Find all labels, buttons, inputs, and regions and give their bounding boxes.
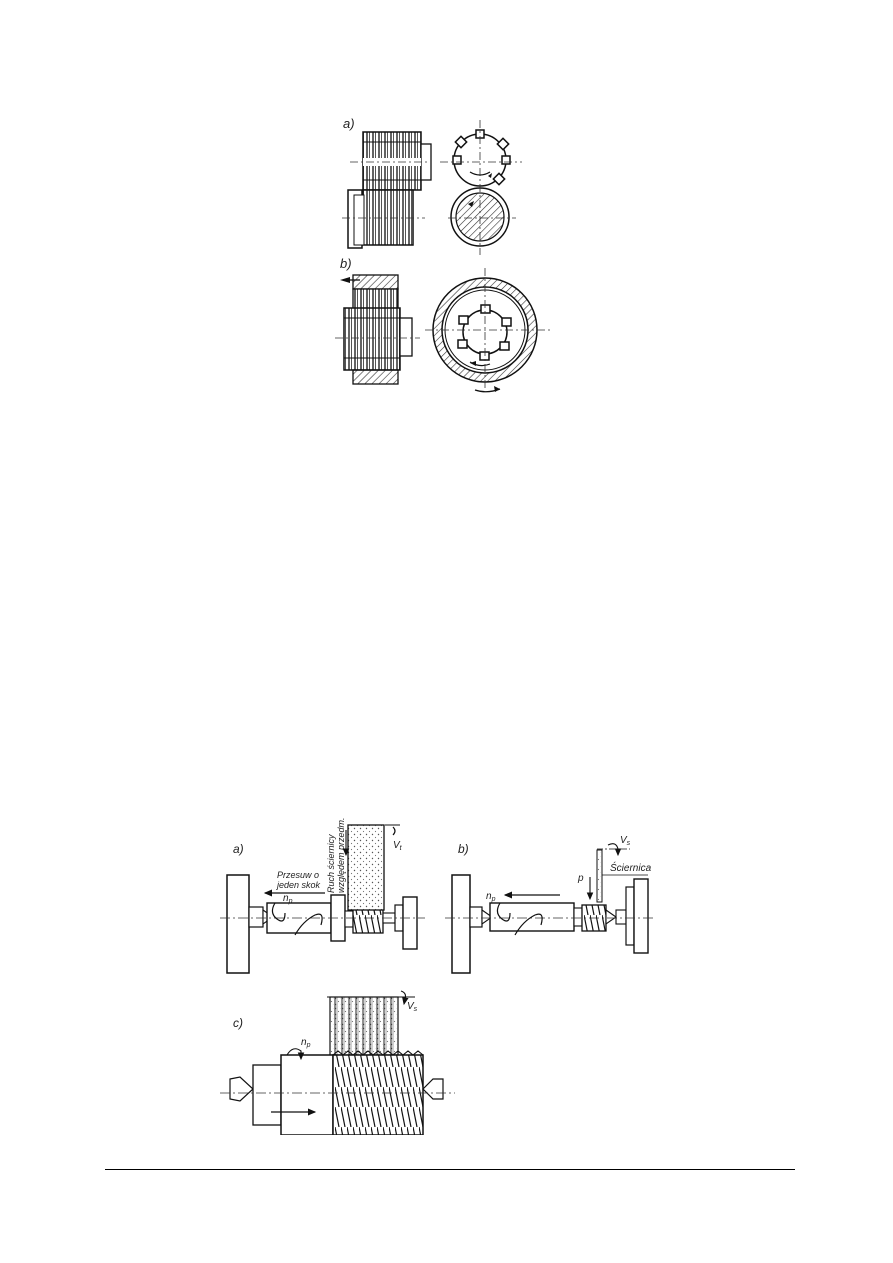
figure-bottom-drawing: a) Vt np Przes <box>220 817 655 1135</box>
panel-b: b) Vs Ściernica p np <box>445 835 655 974</box>
panel-c: c) Vs np <box>220 990 455 1135</box>
panel-c-speed-label: Vs <box>407 1001 418 1013</box>
figure-top-drawing: a) <box>335 116 550 393</box>
panel-b-wheel-label: Ściernica <box>610 861 652 874</box>
panel-b-speed-label: Vs <box>620 835 631 847</box>
panel-a: a) Vt np Przes <box>220 817 425 974</box>
panel-b-rotation-label: np <box>486 891 496 903</box>
figure-bottom: a) Vt np Przes <box>215 815 675 1135</box>
gear-tool-a <box>452 129 511 187</box>
panel-a-label: a) <box>233 842 244 856</box>
figure-top: a) <box>330 100 570 400</box>
panel-a-motion-text-2: względem przedm. <box>336 817 346 893</box>
panel-c-rotation-label: np <box>301 1037 311 1049</box>
workpiece-a <box>347 189 414 249</box>
panel-a-feed-text-2: jeden skok <box>276 880 321 890</box>
panel-a-rotation-label: np <box>283 893 293 905</box>
panel-a-motion-text-1: Ruch ściernicy <box>326 834 336 893</box>
roller-tool-b <box>340 274 413 385</box>
footer-rule <box>105 1169 795 1170</box>
roller-tool-a <box>362 131 432 191</box>
panel-b-feed-label: p <box>577 873 584 884</box>
panel-a-speed-label: Vt <box>393 840 403 852</box>
panel-b-label: b) <box>458 842 469 856</box>
panel-b-label: b) <box>340 256 352 271</box>
panel-c-label: c) <box>233 1016 243 1030</box>
panel-a-label: a) <box>343 116 355 131</box>
panel-a-feed-text-1: Przesuw o <box>277 870 319 880</box>
